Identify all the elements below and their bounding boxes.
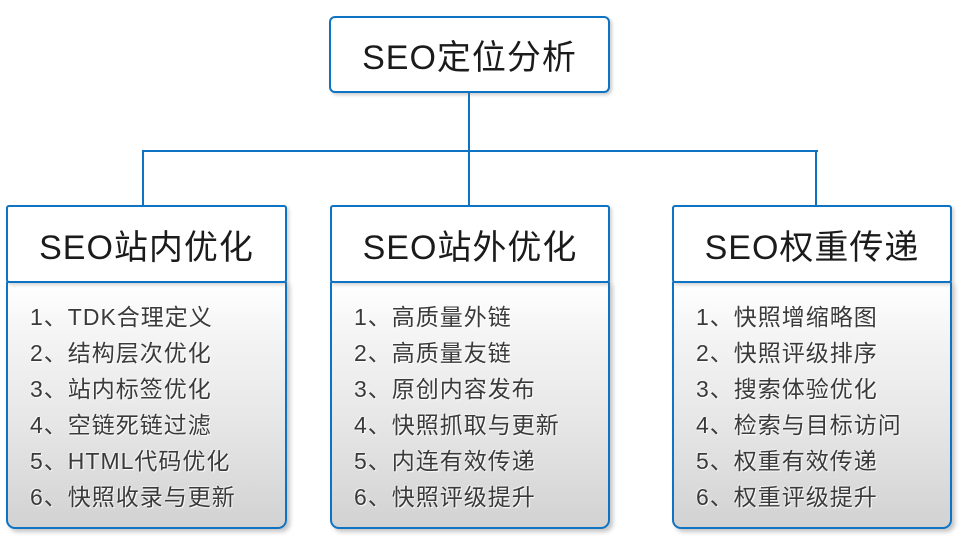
list-item: 2、结构层次优化: [30, 340, 212, 366]
connector-root-stem: [468, 93, 470, 152]
root-node: SEO定位分析: [329, 16, 610, 93]
list-item: 6、快照评级提升: [354, 484, 536, 510]
connector-drop-left: [142, 152, 144, 205]
branch-node-weight-label: SEO权重传递: [704, 228, 920, 267]
branch-list-offsite: 1、高质量外链 2、高质量友链 3、原创内容发布 4、快照抓取与更新 5、内连有…: [330, 281, 610, 529]
list-item: 2、快照评级排序: [696, 340, 878, 366]
branch-node-onsite-label: SEO站内优化: [39, 228, 254, 267]
branch-column-weight: SEO权重传递 1、快照增缩略图 2、快照评级排序 3、搜索体验优化 4、检索与…: [672, 205, 952, 529]
list-item: 1、快照增缩略图: [696, 304, 878, 330]
list-item: 4、快照抓取与更新: [354, 412, 560, 438]
connector-drop-right: [815, 152, 817, 205]
list-item: 3、站内标签优化: [30, 376, 212, 402]
list-item: 6、快照收录与更新: [30, 484, 236, 510]
connector-drop-middle: [468, 152, 470, 205]
list-item: 5、权重有效传递: [696, 448, 878, 474]
branch-list-onsite: 1、TDK合理定义 2、结构层次优化 3、站内标签优化 4、空链死链过滤 5、H…: [6, 281, 287, 529]
branch-node-offsite: SEO站外优化: [330, 205, 610, 283]
branch-node-weight: SEO权重传递: [672, 205, 952, 283]
connector-horizontal: [142, 150, 818, 152]
list-item: 5、HTML代码优化: [30, 448, 231, 474]
list-item: 2、高质量友链: [354, 340, 512, 366]
list-item: 3、原创内容发布: [354, 376, 536, 402]
branch-column-offsite: SEO站外优化 1、高质量外链 2、高质量友链 3、原创内容发布 4、快照抓取与…: [330, 205, 610, 529]
list-item: 1、高质量外链: [354, 304, 512, 330]
branch-column-onsite: SEO站内优化 1、TDK合理定义 2、结构层次优化 3、站内标签优化 4、空链…: [6, 205, 287, 529]
list-item: 5、内连有效传递: [354, 448, 536, 474]
branch-node-onsite: SEO站内优化: [6, 205, 287, 283]
list-item: 4、检索与目标访问: [696, 412, 902, 438]
list-item: 3、搜索体验优化: [696, 376, 878, 402]
root-node-label: SEO定位分析: [362, 39, 577, 77]
list-item: 6、权重评级提升: [696, 484, 878, 510]
branch-node-offsite-label: SEO站外优化: [362, 228, 578, 267]
branch-list-weight: 1、快照增缩略图 2、快照评级排序 3、搜索体验优化 4、检索与目标访问 5、权…: [672, 281, 952, 529]
list-item: 4、空链死链过滤: [30, 412, 212, 438]
list-item: 1、TDK合理定义: [30, 304, 213, 330]
